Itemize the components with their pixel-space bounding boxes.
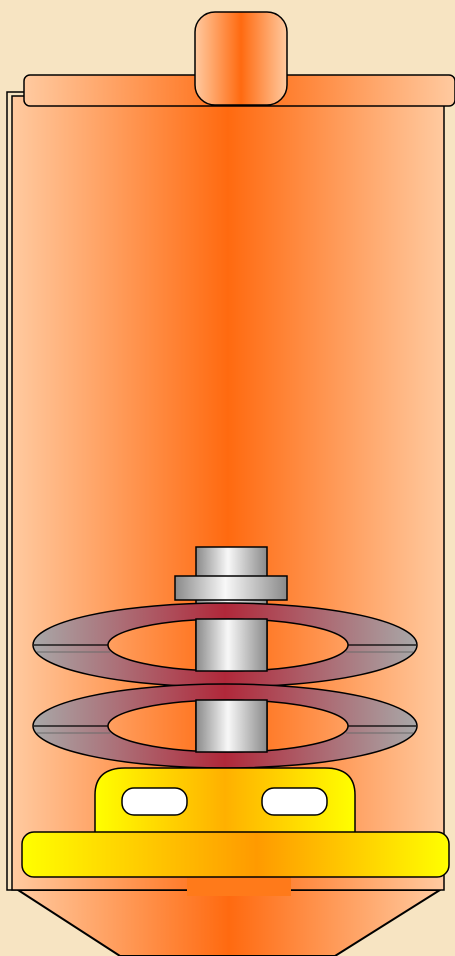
shaft-through-lower-plate: [196, 700, 267, 752]
top-knob: [195, 12, 287, 105]
upper-plate: [33, 603, 417, 687]
base-plate: [22, 832, 449, 877]
conical-bottom: [18, 890, 440, 956]
shaft-through-upper-plate: [196, 619, 267, 671]
mount-slot-left: [122, 788, 187, 815]
mount-slot-right: [262, 788, 327, 815]
shaft-collar: [175, 576, 287, 600]
lower-plate: [33, 684, 417, 768]
